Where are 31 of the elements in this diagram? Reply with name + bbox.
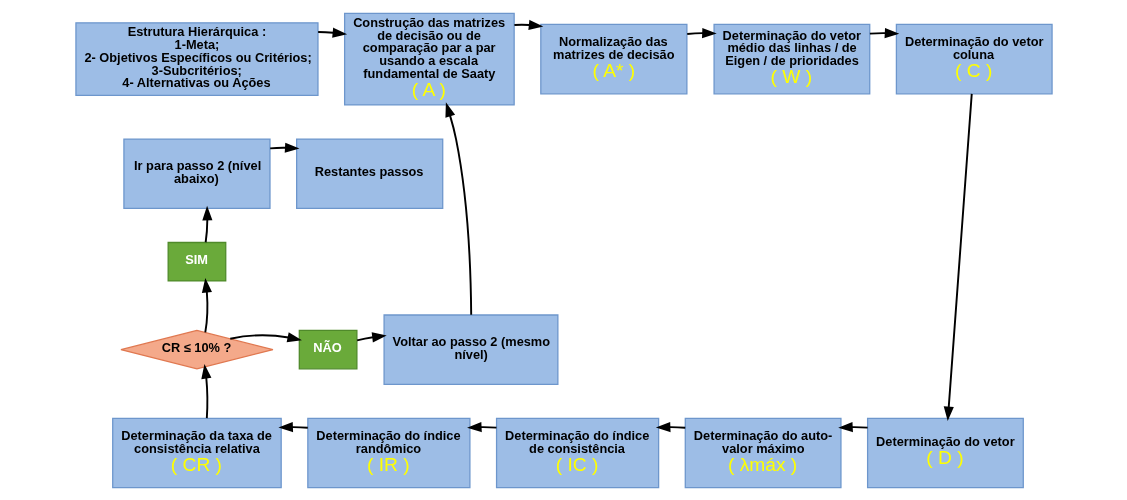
- node-box: Determinação do vetor ( D ): [866, 417, 1024, 488]
- arrow: [868, 27, 899, 38]
- node-box: Determinação da taxa de consistência relativa ( CR ): [111, 417, 282, 488]
- node-box: Restantes passos: [295, 137, 443, 209]
- node-box: NÃO: [298, 329, 358, 369]
- arrow: [201, 277, 212, 333]
- node-box: SIM: [167, 241, 226, 282]
- arrow: [277, 421, 309, 432]
- arrow: [316, 27, 347, 38]
- node-box: Voltar ao passo 2 (mesmo nível): [382, 313, 558, 385]
- node-box: Determinação do auto-valor máximo ( λmáx ): [684, 417, 842, 488]
- node-box: Determinação do índice randômico ( IR ): [306, 417, 471, 488]
- node-box: Determinação do índice de consistência ( IC ): [495, 417, 659, 488]
- node-box: Normalização das matrizes de decisão ( A* ): [539, 23, 687, 94]
- node-box: Determinação do vetor coluna ( C ): [895, 23, 1053, 94]
- arrow: [201, 205, 212, 243]
- node-box: Construção das matrizes de decisão ou de comparação par a par usando a escala fundamental de Saaty ( A ): [343, 12, 515, 106]
- arrow: [268, 142, 299, 153]
- arrow: [355, 331, 387, 342]
- node-box: Estrutura Hierárquica : 1-Meta; 2- Objetivos Específicos ou Critérios; 3-Subcritérios; 4- Alternativas ou Ações: [74, 21, 319, 96]
- node-box: Determinação do vetor médio das linhas / de Eigen / de prioridades ( W ): [712, 23, 870, 94]
- arrow: [228, 331, 302, 342]
- arrow: [685, 27, 717, 38]
- node-diamond: CR ≤ 10% ?: [119, 329, 274, 369]
- arrow: [444, 101, 472, 316]
- arrow: [512, 19, 543, 30]
- arrow: [837, 421, 869, 432]
- arrow: [200, 363, 211, 419]
- node-box: Ir para passo 2 (nível abaixo): [122, 137, 271, 209]
- arrow: [655, 421, 686, 432]
- arrow: [943, 92, 973, 421]
